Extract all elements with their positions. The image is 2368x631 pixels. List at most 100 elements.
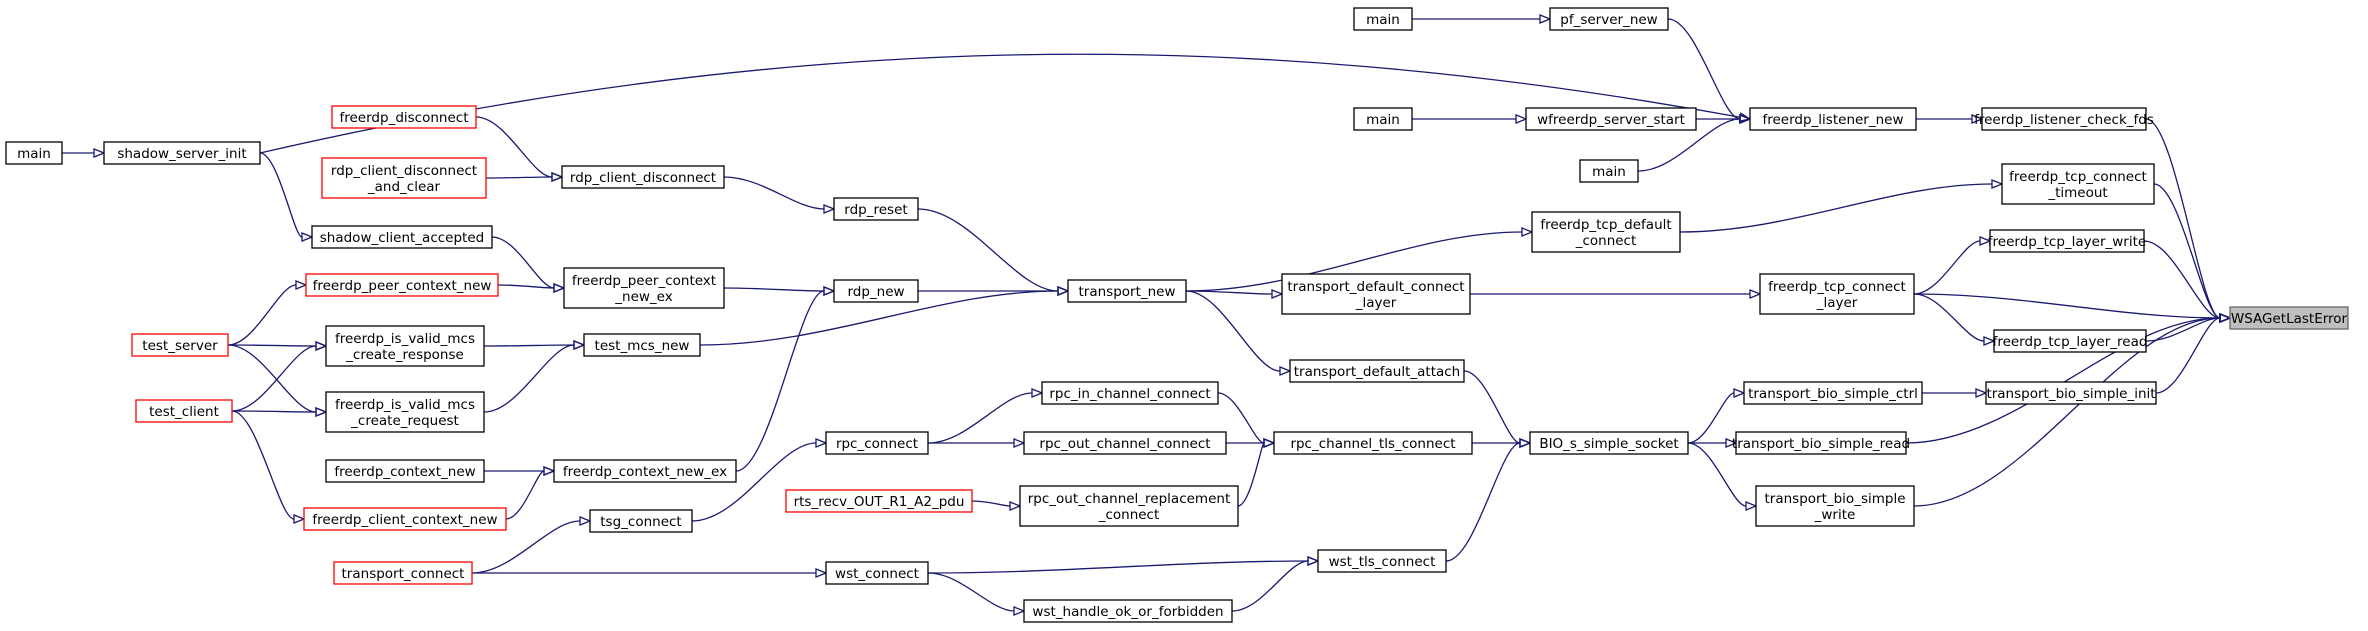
edge-line: [1185, 231, 1523, 292]
edge-arrowhead: [1263, 438, 1276, 448]
node-freerdp-peer-context-new-ex[interactable]: freerdp_peer_context_new_ex: [563, 267, 725, 309]
node-box: [2229, 306, 2349, 330]
node-transport-bio-simple-write[interactable]: transport_bio_simple_write: [1755, 485, 1915, 527]
node-label: wfreerdp_server_start: [1537, 112, 1685, 128]
node-transport-default-attach[interactable]: transport_default_attach: [1289, 359, 1465, 383]
node-tsg-connect[interactable]: tsg_connect: [589, 509, 693, 533]
edge-main-wf-to-wfreerdp-server-start: [1412, 114, 1528, 124]
node-rts-recv-out-r1-a2-pdu[interactable]: rts_recv_OUT_R1_A2_pdu: [785, 489, 973, 513]
node-freerdp-tcp-default-connect[interactable]: freerdp_tcp_default_connect: [1531, 211, 1681, 253]
node-freerdp-peer-context-new[interactable]: freerdp_peer_context_new: [305, 273, 499, 297]
node-rpc-channel-tls-connect[interactable]: rpc_channel_tls_connect: [1273, 431, 1473, 455]
node-box: [1023, 431, 1227, 455]
node-box: [589, 509, 693, 533]
node-freerdp-tcp-connect-layer[interactable]: freerdp_tcp_connect_layer: [1759, 273, 1915, 315]
node-pf-server-new[interactable]: pf_server_new: [1549, 7, 1669, 31]
edge-arrowhead: [1539, 14, 1552, 24]
node-freerdp-is-valid-mcs-create-response[interactable]: freerdp_is_valid_mcs_create_response: [325, 325, 485, 367]
node-label: transport_bio_simple: [1764, 491, 1905, 507]
node-rpc-out-channel-connect[interactable]: rpc_out_channel_connect: [1023, 431, 1227, 455]
node-label: rdp_client_disconnect: [570, 170, 716, 186]
node-transport-connect[interactable]: transport_connect: [333, 561, 473, 585]
node-freerdp-disconnect[interactable]: freerdp_disconnect: [331, 105, 477, 129]
edge-line: [1687, 442, 1747, 507]
node-freerdp-context-new[interactable]: freerdp_context_new: [325, 459, 485, 483]
node-freerdp-client-context-new[interactable]: freerdp_client_context_new: [303, 507, 507, 531]
node-main-shadow[interactable]: main: [5, 141, 63, 165]
node-wsagetlasterror[interactable]: WSAGetLastError: [2229, 306, 2349, 330]
node-box: [135, 399, 233, 423]
edge-transport-new-to-transport-default-connect-layer: [1185, 289, 1284, 299]
node-box: [1041, 381, 1219, 405]
node-label: freerdp_tcp_layer_read: [1993, 334, 2148, 350]
node-test-server[interactable]: test_server: [131, 333, 229, 357]
edge-line: [699, 290, 1059, 346]
node-freerdp-tcp-layer-read[interactable]: freerdp_tcp_layer_read: [1993, 329, 2148, 353]
node-transport-bio-simple-init[interactable]: transport_bio_simple_init: [1985, 381, 2157, 405]
node-label: _new_ex: [614, 289, 672, 305]
edge-arrowhead: [551, 172, 564, 182]
node-label: main: [1366, 112, 1400, 128]
edge-line: [1185, 290, 1281, 372]
node-box: [1981, 107, 2147, 131]
node-main-wf[interactable]: main: [1353, 107, 1413, 131]
node-label: _write: [1814, 507, 1856, 523]
node-box: [785, 489, 973, 513]
node-wfreerdp-server-start[interactable]: wfreerdp_server_start: [1525, 107, 1697, 131]
edge-arrowhead: [1733, 388, 1746, 398]
edge-line: [927, 572, 1015, 612]
edge-transport-bio-simple-write-to-wsagetlasterror: [1913, 313, 2232, 507]
edge-rdp-reset-to-transport-new: [917, 208, 1070, 296]
node-rpc-connect[interactable]: rpc_connect: [825, 431, 929, 455]
node-transport-bio-simple-ctrl[interactable]: transport_bio_simple_ctrl: [1743, 381, 1923, 405]
node-freerdp-context-new-ex[interactable]: freerdp_context_new_ex: [553, 459, 737, 483]
node-label: transport_connect: [342, 566, 465, 582]
node-transport-bio-simple-read[interactable]: transport_bio_simple_read: [1732, 431, 1910, 455]
node-transport-new[interactable]: transport_new: [1067, 279, 1187, 303]
node-rdp-client-disconnect[interactable]: rdp_client_disconnect: [561, 165, 725, 189]
edge-line: [1679, 183, 1993, 233]
node-label: _timeout: [2047, 185, 2107, 201]
node-rpc-in-channel-connect[interactable]: rpc_in_channel_connect: [1041, 381, 1219, 405]
node-freerdp-tcp-layer-write[interactable]: freerdp_tcp_layer_write: [1988, 229, 2146, 253]
node-box: [1273, 431, 1473, 455]
node-wst-tls-connect[interactable]: wst_tls_connect: [1317, 549, 1447, 573]
node-freerdp-listener-new[interactable]: freerdp_listener_new: [1749, 107, 1917, 131]
node-rpc-out-channel-replacement-connect[interactable]: rpc_out_channel_replacement_connect: [1019, 485, 1239, 527]
edge-line: [1913, 293, 1985, 342]
edge-arrowhead: [315, 407, 328, 417]
edge-bio-s-simple-socket-to-transport-bio-simple-ctrl: [1687, 388, 1746, 444]
node-box: [1579, 159, 1639, 183]
edge-arrowhead: [1983, 336, 1996, 346]
edge-arrowhead: [573, 340, 586, 350]
node-box: [1993, 329, 2147, 353]
node-box: [561, 165, 725, 189]
node-main-listener[interactable]: main: [1579, 159, 1639, 183]
node-rdp-new[interactable]: rdp_new: [833, 279, 919, 303]
node-box: [825, 561, 929, 585]
node-rdp-client-disconnect-and-clear[interactable]: rdp_client_disconnect_and_clear: [321, 157, 487, 199]
node-test-client[interactable]: test_client: [135, 399, 233, 423]
node-freerdp-tcp-connect-timeout[interactable]: freerdp_tcp_connect_timeout: [2001, 163, 2155, 205]
node-main-pf[interactable]: main: [1353, 7, 1413, 31]
edge-freerdp-listener-new-to-freerdp-listener-check-fds: [1915, 114, 1984, 124]
node-label: freerdp_tcp_connect: [2009, 169, 2147, 185]
node-test-mcs-new[interactable]: test_mcs_new: [583, 333, 701, 357]
node-freerdp-listener-check-fds[interactable]: freerdp_listener_check_fds: [1974, 107, 2154, 131]
node-freerdp-is-valid-mcs-create-request[interactable]: freerdp_is_valid_mcs_create_request: [325, 391, 485, 433]
node-wst-connect[interactable]: wst_connect: [825, 561, 929, 585]
node-shadow-client-accepted[interactable]: shadow_client_accepted: [311, 225, 493, 249]
edge-tsg-connect-to-rpc-connect: [691, 438, 828, 522]
edge-arrowhead: [553, 283, 566, 293]
edge-freerdp-listener-check-fds-to-wsagetlasterror: [2145, 118, 2232, 323]
edge-wst-tls-connect-to-bio-s-simple-socket: [1445, 438, 1532, 562]
node-label: rts_recv_OUT_R1_A2_pdu: [794, 494, 965, 510]
edge-arrowhead: [1725, 438, 1738, 448]
node-rdp-reset[interactable]: rdp_reset: [833, 197, 919, 221]
node-label: freerdp_context_new_ex: [563, 464, 727, 480]
edge-arrowhead: [1031, 388, 1044, 398]
node-transport-default-connect-layer[interactable]: transport_default_connect_layer: [1281, 273, 1471, 315]
node-bio-s-simple-socket[interactable]: BIO_s_simple_socket: [1529, 431, 1689, 455]
node-shadow-server-init[interactable]: shadow_server_init: [103, 141, 261, 165]
node-wst-handle-ok-or-forbidden[interactable]: wst_handle_ok_or_forbidden: [1023, 599, 1233, 623]
